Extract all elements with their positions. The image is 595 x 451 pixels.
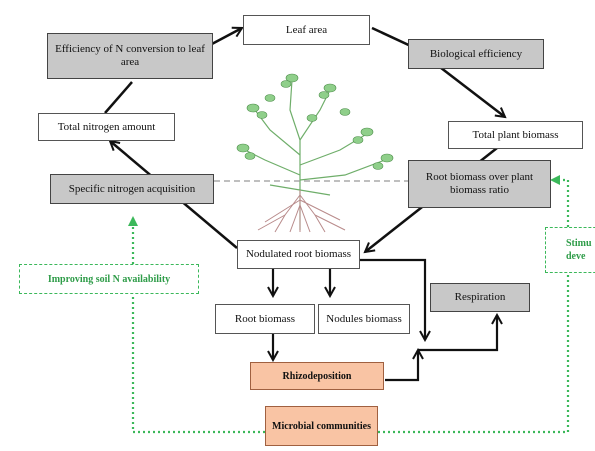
microbial-communities-label: Microbial communities [272,420,371,432]
nodules-biomass-box: Nodules biomass [318,304,410,334]
plant-illustration [236,73,394,233]
biological-efficiency-box: Biological efficiency [408,39,544,69]
nodulated-root-biomass-label: Nodulated root biomass [245,248,352,260]
total-plant-biomass-label: Total plant biomass [472,128,559,141]
root-biomass-ratio-box: Root biomass over plant biomass ratio [408,160,551,208]
root-biomass-ratio-label: Root biomass over plant biomass ratio [425,171,534,196]
specific-nitrogen-acquisition-box: Specific nitrogen acquisition [50,174,214,204]
nodulated-root-biomass-box: Nodulated root biomass [237,240,360,269]
nodules-biomass-label: Nodules biomass [326,312,402,325]
root-biomass-label: Root biomass [234,312,296,325]
respiration-label: Respiration [454,291,506,303]
respiration-box: Respiration [430,283,530,312]
total-nitrogen-amount-box: Total nitrogen amount [38,113,175,141]
total-nitrogen-amount-label: Total nitrogen amount [57,120,156,133]
improving-soil-n-availability-box: Improving soil N availability [19,264,199,294]
rhizodeposition-box: Rhizodeposition [250,362,384,390]
biological-efficiency-label: Biological efficiency [429,47,523,60]
leaf-area-box: Leaf area [243,15,370,45]
root-biomass-box: Root biomass [215,304,315,334]
stimulating-line-2: deve [566,251,586,262]
specific-nitrogen-acquisition-label: Specific nitrogen acquisition [68,182,196,195]
microbial-communities-box: Microbial communities [265,406,378,446]
stimulating-line-1: Stimu [566,238,592,249]
efficiency-n-conversion-box: Efficiency of N conversion to leaf area [47,33,213,79]
leaf-area-label: Leaf area [285,23,328,36]
total-plant-biomass-box: Total plant biomass [448,121,583,149]
efficiency-n-conversion-label: Efficiency of N conversion to leaf area [55,43,205,68]
rhizodeposition-label: Rhizodeposition [282,370,352,382]
stimulating-development-box: Stimu deve [545,227,595,273]
improving-soil-n-availability-label: Improving soil N availability [47,273,171,285]
